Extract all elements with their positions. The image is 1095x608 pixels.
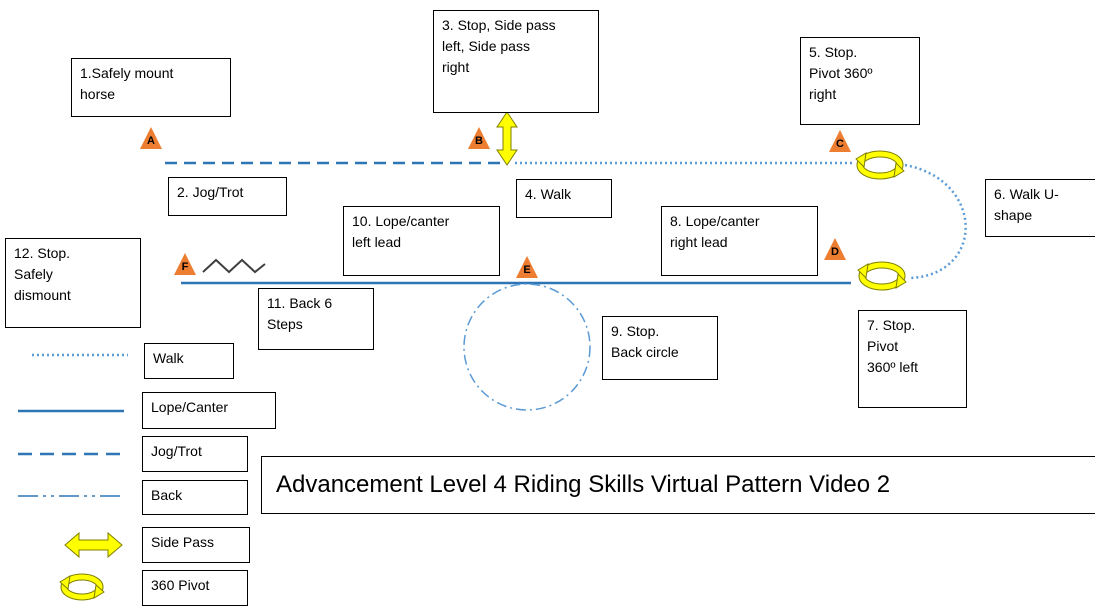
step-8-box: 8. Lope/canter right lead — [661, 206, 818, 276]
pivot-360-left-icon — [857, 261, 907, 291]
legend-side-pass-label: Side Pass — [142, 527, 250, 563]
marker-f: F — [174, 253, 196, 275]
step-12-box: 12. Stop. Safely dismount — [5, 238, 141, 328]
marker-d: D — [824, 238, 846, 260]
walk-u-shape-path — [904, 163, 967, 280]
legend-lope-canter-label: Lope/Canter — [142, 392, 276, 429]
step-4-box: 4. Walk — [516, 179, 612, 218]
back-circle-path — [463, 283, 591, 411]
legend-walk-label: Walk — [144, 343, 234, 379]
step-10-box: 10. Lope/canter left lead — [343, 206, 500, 276]
diagram-title: Advancement Level 4 Riding Skills Virtua… — [261, 456, 1095, 514]
marker-b: B — [468, 127, 490, 149]
step-6-box: 6. Walk U- shape — [985, 179, 1095, 237]
legend-side-pass-icon — [64, 531, 123, 559]
legend-360-pivot-label: 360 Pivot — [142, 570, 248, 606]
legend-jog-trot-label: Jog/Trot — [142, 436, 248, 472]
step-5-box: 5. Stop. Pivot 360º right — [800, 37, 920, 125]
side-pass-arrow-icon — [496, 111, 518, 166]
marker-e: E — [516, 256, 538, 278]
step-1-box: 1.Safely mount horse — [71, 58, 231, 117]
step-11-box: 11. Back 6 Steps — [258, 288, 374, 350]
step-3-box: 3. Stop, Side pass left, Side pass right — [433, 10, 599, 113]
marker-c: C — [829, 130, 851, 152]
step-7-box: 7. Stop. Pivot 360º left — [858, 310, 967, 408]
pivot-360-right-icon — [855, 150, 905, 180]
legend-back-label: Back — [142, 480, 248, 515]
marker-a: A — [140, 127, 162, 149]
step-9-box: 9. Stop. Back circle — [602, 316, 718, 380]
back-steps-zigzag — [202, 258, 266, 274]
step-2-box: 2. Jog/Trot — [168, 177, 287, 216]
legend-pivot-icon — [59, 573, 105, 601]
